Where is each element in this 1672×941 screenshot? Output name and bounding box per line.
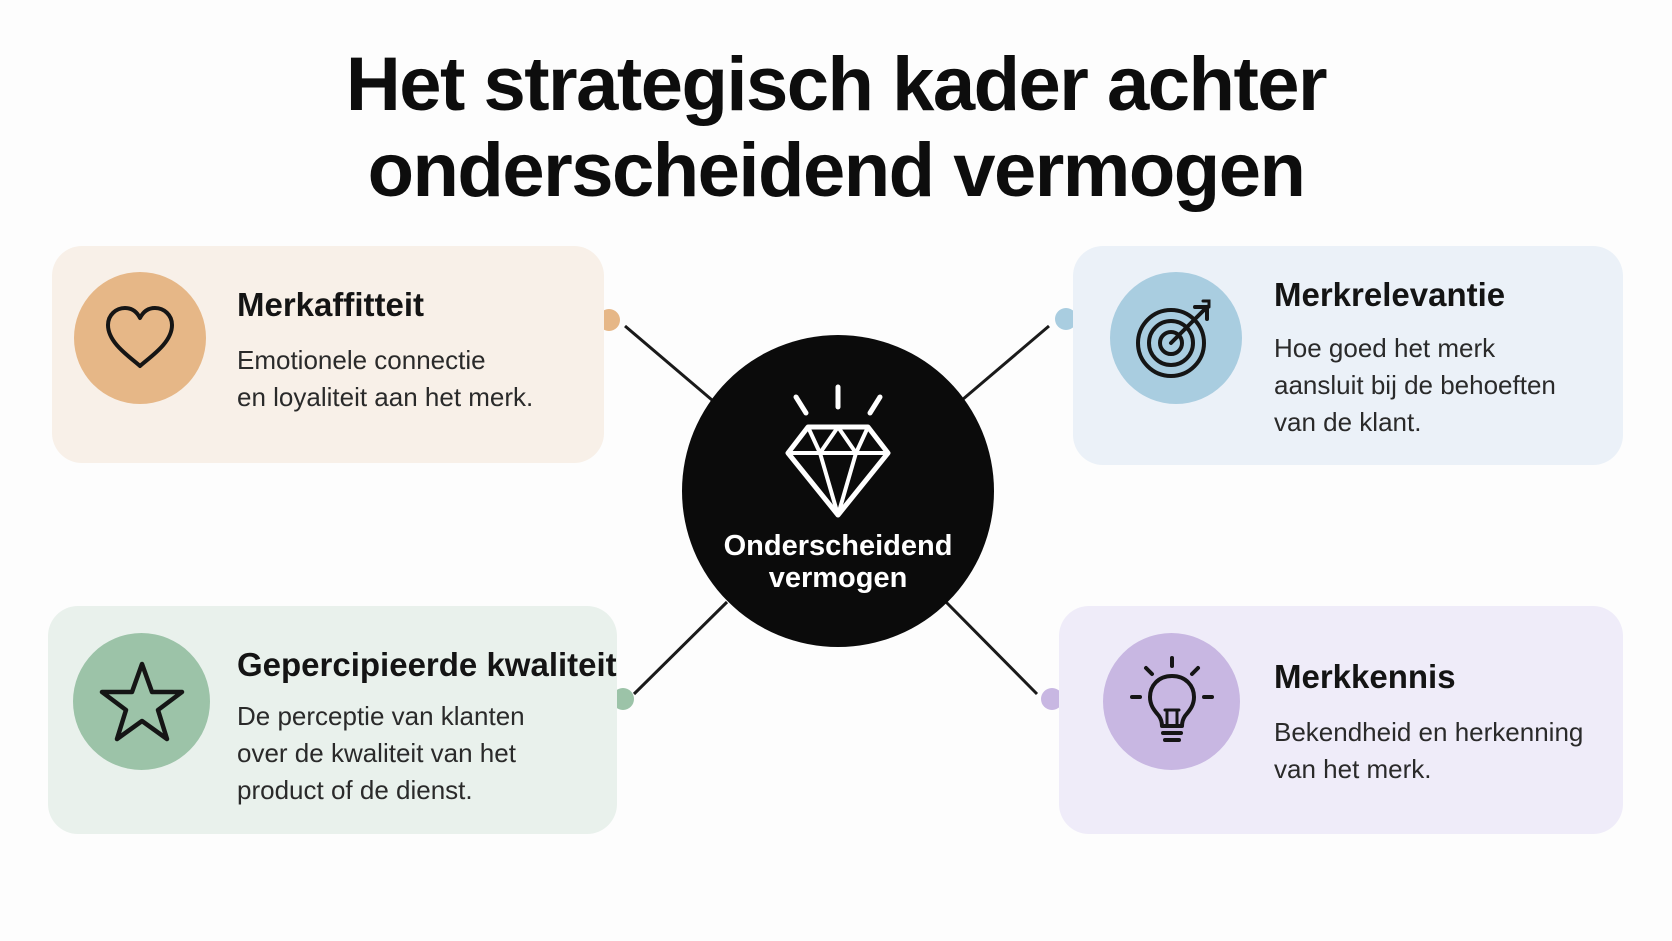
card-desc-line: aansluit bij de behoeften (1274, 370, 1556, 400)
card-desc-line: product of de dienst. (237, 775, 473, 805)
card-desc-kwaliteit: De perceptie van klanten over de kwalite… (237, 698, 525, 809)
card-merkrelevantie: Merkrelevantie Hoe goed het merk aanslui… (1073, 246, 1623, 465)
card-title-merkrelevantie: Merkrelevantie (1274, 276, 1506, 313)
connector-line-kwaliteit (632, 600, 729, 696)
center-hub: Onderscheidend vermogen (682, 335, 994, 647)
target-icon (1136, 299, 1211, 378)
icon-circle-merkrelevantie (1110, 272, 1242, 404)
icon-circle-merkkennis (1103, 633, 1240, 770)
connector-dot-merkkennis (1041, 688, 1063, 710)
icon-circle-merkaffiteit (74, 272, 206, 404)
card-desc-line: van de klant. (1274, 407, 1422, 437)
center-hub-label-line-1: Onderscheidend (723, 530, 953, 562)
icon-circle-kwaliteit (73, 633, 210, 770)
connector-dot-kwaliteit (612, 688, 634, 710)
card-desc-line: De perceptie van klanten (237, 701, 525, 731)
center-hub-label: Onderscheidend vermogen (682, 530, 994, 594)
card-title-merkaffiteit: Merkaffitteit (237, 286, 425, 323)
connector-dot-relevantie (1055, 308, 1077, 330)
card-title-kwaliteit: Gepercipieerde kwaliteit (237, 646, 617, 683)
card-desc-line: en loyaliteit aan het merk. (237, 382, 534, 412)
card-desc-line: van het merk. (1274, 754, 1432, 784)
lightbulb-icon (1129, 655, 1214, 742)
card-title-merkkennis: Merkkennis (1274, 658, 1456, 695)
heart-icon (106, 306, 174, 368)
card-merkkennis: Merkkennis Bekendheid en herkenning van … (1059, 606, 1623, 834)
diamond-icon (785, 384, 891, 518)
card-kwaliteit: Gepercipieerde kwaliteit De perceptie va… (48, 606, 617, 834)
title-line-2: onderscheidend vermogen (367, 128, 1306, 213)
page-title: Het strategisch kader achter onderscheid… (0, 42, 1672, 214)
connector-line-affiteit (624, 324, 713, 402)
card-desc-line: over de kwaliteit van het (237, 738, 516, 768)
card-merkaffiteit: Merkaffitteit Emotionele connectie en lo… (52, 246, 604, 463)
card-desc-line: Emotionele connectie (237, 345, 486, 375)
center-hub-label-line-2: vermogen (768, 562, 908, 594)
title-line-1: Het strategisch kader achter (345, 42, 1328, 127)
connector-line-merkkennis (944, 600, 1039, 696)
card-desc-line: Bekendheid en herkenning (1274, 717, 1584, 747)
card-desc-line: Hoe goed het merk (1274, 333, 1496, 363)
card-desc-merkrelevantie: Hoe goed het merk aansluit bij de behoef… (1274, 330, 1556, 441)
star-icon (99, 661, 184, 741)
connector-line-relevantie (961, 324, 1050, 402)
card-desc-merkkennis: Bekendheid en herkenning van het merk. (1274, 714, 1583, 788)
card-desc-merkaffiteit: Emotionele connectie en loyaliteit aan h… (237, 342, 533, 416)
